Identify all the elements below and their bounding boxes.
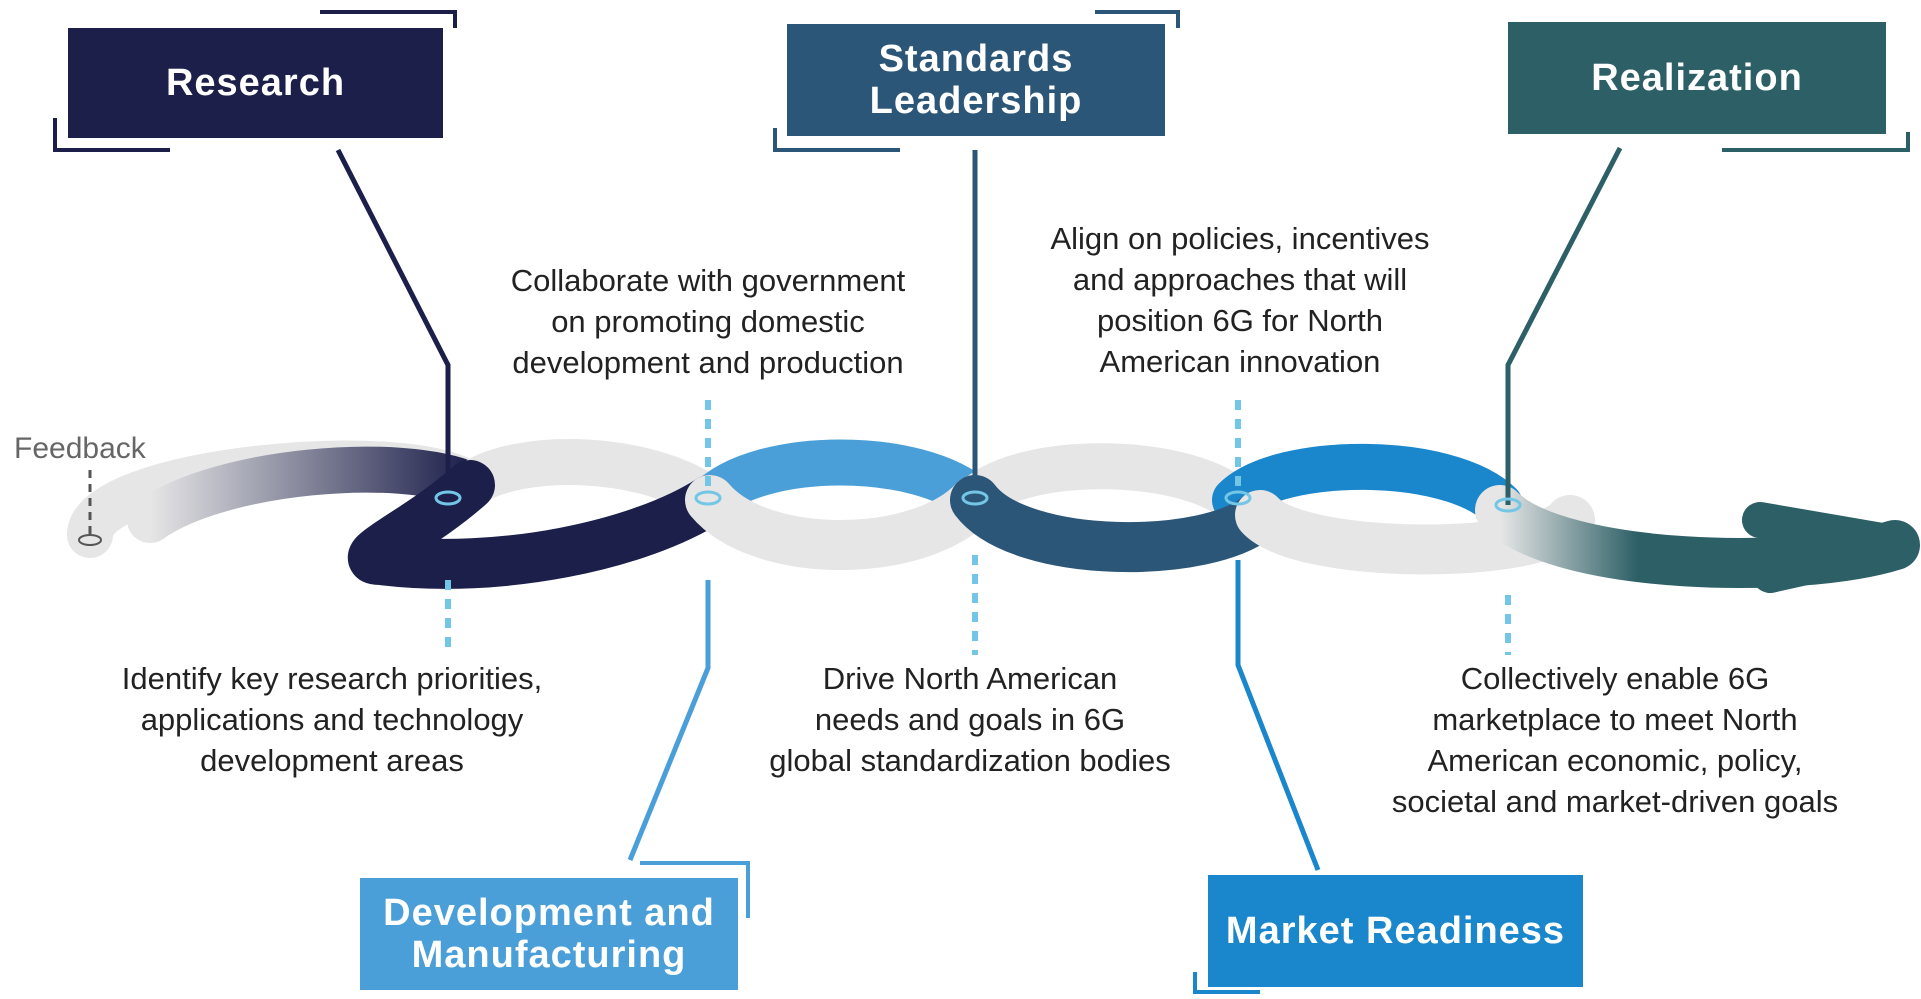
realization-description: Collectively enable 6G marketplace to me…	[1340, 658, 1890, 822]
realization-description-line: societal and market-driven goals	[1391, 784, 1839, 819]
realization-description-line: American economic, policy,	[1427, 743, 1803, 778]
ribbon-feedback-gradient	[127, 446, 493, 543]
market-description-line: American innovation	[1099, 344, 1381, 379]
connectors	[335, 146, 1623, 871]
corner-brackets	[53, 10, 1910, 994]
realization-title: Realization	[1591, 57, 1803, 99]
feedback-node	[78, 534, 102, 546]
market-connector	[1235, 560, 1321, 871]
research-description: Identify key research priorities, applic…	[72, 658, 592, 781]
market-node	[1224, 490, 1252, 506]
development-connector	[627, 580, 711, 861]
market-description-line: Align on policies, incentives	[1050, 221, 1430, 256]
research-description-line: applications and technology	[140, 702, 524, 737]
market-description-line: and approaches that will	[1072, 262, 1408, 297]
development-description-line: Collaborate with government	[510, 263, 906, 298]
realization-description-line: Collectively enable 6G	[1460, 661, 1770, 696]
dashed-lines	[445, 400, 1511, 655]
market-description-line: position 6G for North	[1096, 303, 1384, 338]
standards-title-line-1: Standards	[878, 38, 1074, 80]
standards-description-line: Drive North American	[822, 661, 1118, 696]
development-title-line-1: Development and	[383, 892, 715, 934]
research-bracket-bl	[53, 118, 170, 152]
standards-title-line-2: Leadership	[869, 80, 1083, 122]
research-title: Research	[165, 62, 346, 104]
ribbon-upper-4	[1212, 443, 1523, 528]
market-description: Align on policies, incentives and approa…	[1000, 218, 1480, 382]
ribbon-lower-3	[950, 475, 1285, 573]
ribbon-upper-1	[447, 439, 733, 523]
market-bracket-bl	[1193, 972, 1260, 994]
standards-description-line: needs and goals in 6G	[814, 702, 1126, 737]
development-bracket-tr	[640, 861, 750, 918]
development-node	[694, 490, 722, 506]
infinity-ribbon	[67, 439, 1920, 593]
market-title-box: Market Readiness	[1208, 875, 1583, 987]
realization-title-box: Realization	[1508, 22, 1886, 134]
ribbon-upper-2	[687, 439, 998, 523]
ribbon-arrow-head	[1742, 502, 1909, 593]
development-description: Collaborate with government on promoting…	[448, 260, 968, 383]
standards-description: Drive North American needs and goals in …	[720, 658, 1220, 781]
research-description-line: Identify key research priorities,	[121, 661, 543, 696]
development-title-line-2: Manufacturing	[411, 934, 687, 976]
ribbon-upper-3	[952, 443, 1258, 523]
standards-bracket-bl	[773, 128, 900, 152]
research-title-box: Research	[68, 28, 443, 138]
ribbon-nodes	[434, 490, 1522, 513]
standards-description-line: global standardization bodies	[769, 743, 1171, 778]
research-bracket-tr	[320, 10, 457, 28]
standards-title-box: Standards Leadership	[787, 24, 1165, 136]
realization-bracket-br	[1722, 132, 1910, 152]
standards-node	[961, 490, 989, 506]
development-description-line: on promoting domestic	[551, 304, 865, 339]
development-title-box: Development and Manufacturing	[360, 878, 738, 990]
research-description-line: development areas	[200, 743, 464, 778]
feedback-label: Feedback	[14, 432, 146, 465]
realization-connector	[1505, 146, 1623, 505]
development-description-line: development and production	[512, 345, 904, 380]
ribbon-lower-1	[347, 460, 735, 589]
market-title: Market Readiness	[1225, 910, 1566, 952]
realization-node	[1494, 497, 1522, 513]
standards-bracket-tr	[1095, 10, 1180, 28]
research-node	[434, 490, 462, 506]
ribbon-lower-2	[685, 475, 1000, 570]
research-connector	[335, 148, 451, 492]
realization-description-line: marketplace to meet North	[1432, 702, 1798, 737]
